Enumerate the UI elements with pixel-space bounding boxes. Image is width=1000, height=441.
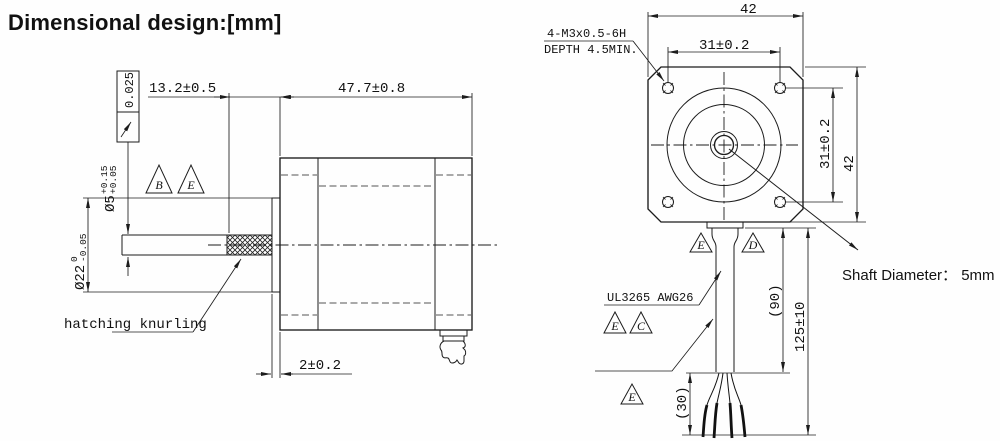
dim-cable-total-value: 125±10	[793, 302, 809, 352]
front-view: 42 31±0.2 4-M3x0.5-6H DEPTH 4.5MIN.	[544, 2, 995, 439]
dim-cable-total: 125±10	[793, 228, 810, 435]
motor-body-outline	[271, 157, 473, 331]
flag-b: B	[145, 163, 173, 194]
cable-spec-note: UL3265 AWG26	[595, 270, 722, 372]
runout-symbol-icon	[120, 121, 132, 138]
cable-gland-side	[439, 329, 468, 365]
flag-e1-letter: E	[696, 238, 705, 252]
runout-value: 0.025	[123, 72, 137, 108]
page-title: Dimensional design:[mm]	[8, 10, 282, 35]
dim-boss-diameter: Ø22 0 -0.05	[69, 197, 272, 293]
shaft	[121, 234, 500, 256]
flag-e3: E	[620, 382, 644, 405]
flag-e2-letter: E	[610, 319, 619, 333]
dim-shaft-length-value: 13.2±0.5	[149, 81, 216, 97]
flag-d-letter: D	[748, 238, 758, 252]
dim-cable-free-value: (90)	[768, 284, 784, 318]
boss-dia-tol-upper: 0	[69, 256, 80, 262]
cable-spec-text: UL3265 AWG26	[607, 291, 693, 305]
dim-flange-width: 42	[647, 2, 804, 77]
dim-hole-spacing-horizontal: 31±0.2	[667, 38, 781, 82]
knurl-note-text: hatching knurling	[64, 317, 207, 333]
dim-flange-width-value: 42	[740, 2, 757, 18]
flag-e-letter: E	[186, 178, 195, 192]
flag-c: C	[629, 310, 653, 334]
mounting-holes	[662, 82, 786, 208]
mounting-hole	[774, 82, 786, 94]
dim-hole-spacing-v-value: 31±0.2	[818, 119, 834, 169]
dim-shaft-diameter: Ø5 +0.15 +0.05	[99, 165, 119, 212]
shaft-dia-tol-lower: +0.05	[108, 165, 119, 194]
flag-d: D	[741, 232, 765, 253]
dim-hole-spacing-h-value: 31±0.2	[699, 38, 749, 54]
flag-c-letter: C	[637, 319, 646, 333]
flag-e: E	[177, 163, 205, 194]
thread-callout: 4-M3x0.5-6H DEPTH 4.5MIN.	[544, 27, 665, 82]
dim-flange-height-value: 42	[842, 155, 858, 172]
shaft-note-text: Shaft Diameter： 5mm	[842, 267, 995, 284]
dim-hole-spacing-vertical: 31±0.2	[786, 87, 843, 203]
cable-leader-2	[595, 318, 714, 372]
flange-outline	[647, 66, 804, 223]
shaft-note-arrow	[728, 148, 859, 251]
dim-wire-fan-value: (30)	[675, 386, 691, 420]
boss-dia-tol-lower: -0.05	[78, 233, 89, 262]
pilot-and-shaft-circles	[651, 72, 798, 220]
thread-callout-line1: 4-M3x0.5-6H	[547, 27, 626, 41]
dim-flange-height: 42	[746, 66, 866, 223]
knurl-note: hatching knurling	[64, 258, 242, 333]
dim-cable-free: (90)	[745, 227, 816, 372]
flag-e2: E	[603, 310, 627, 334]
dim-boss-length-value: 2±0.2	[299, 358, 341, 374]
boss-dia-value: Ø22	[73, 265, 89, 290]
thread-callout-line2: DEPTH 4.5MIN.	[544, 43, 638, 57]
mounting-hole	[662, 196, 674, 208]
dim-shaft-length: 13.2±0.5	[148, 81, 294, 233]
dim-boss-length: 2±0.2	[256, 294, 352, 378]
mounting-hole	[774, 196, 786, 208]
shaft-dia-tol-upper: +0.15	[99, 165, 110, 194]
mounting-hole	[662, 82, 674, 94]
dim-body-length-value: 47.7±0.8	[338, 81, 405, 97]
dim-wire-fan: (30)	[675, 372, 816, 436]
flag-b-letter: B	[155, 178, 163, 192]
runout-frame: 0.025	[116, 70, 140, 276]
flag-e1: E	[689, 232, 713, 253]
shaft-note: Shaft Diameter： 5mm	[728, 148, 995, 284]
cable-assembly	[701, 221, 747, 439]
side-view: 0.025 Ø5 +0.15 +0.05 B E	[64, 70, 500, 378]
dim-body-length: 47.7±0.8	[279, 81, 473, 156]
flag-e3-letter: E	[627, 390, 636, 404]
gland-plate	[706, 221, 744, 229]
shaft-dia-value: Ø5	[103, 195, 119, 212]
lead-wires	[701, 372, 747, 439]
